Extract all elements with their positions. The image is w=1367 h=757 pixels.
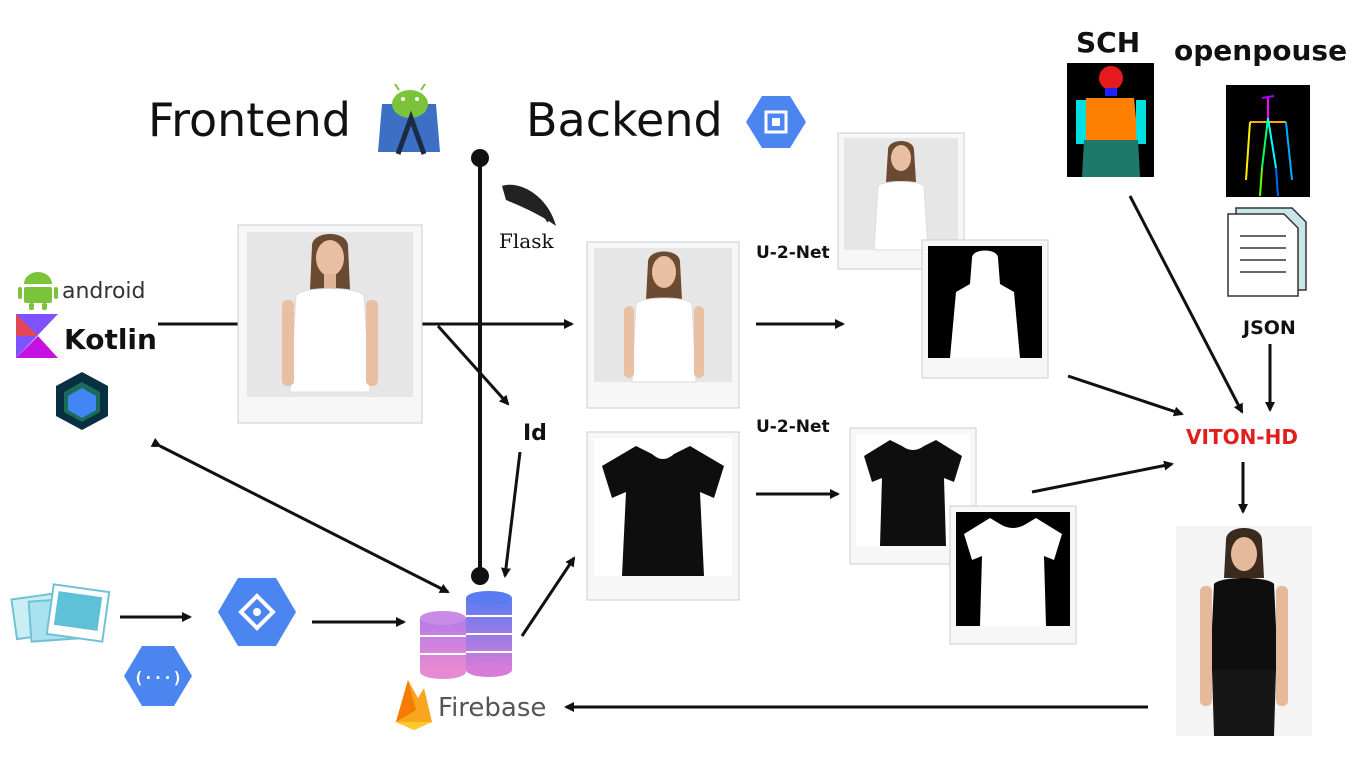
arrow-cloth-to-viton [1031, 460, 1174, 494]
sch-segmentation-image [1067, 63, 1154, 177]
compute-engine-icon [746, 96, 806, 148]
database-stack-icon [420, 591, 512, 679]
id-label: Id [523, 421, 547, 446]
backend-person-photo [586, 241, 740, 409]
kotlin-label: Kotlin [64, 323, 157, 356]
arrow-mask-to-viton [1067, 374, 1184, 417]
android-robot-icon [18, 272, 58, 310]
input-person-photo [237, 224, 423, 424]
flask-label: Flask [499, 229, 554, 253]
person-mask-photo [921, 239, 1049, 379]
separator-line [471, 149, 489, 585]
frontend-heading: Frontend [148, 93, 351, 147]
viton-hd-label: VITON-HD [1186, 425, 1298, 449]
firebase-flame-icon [396, 680, 432, 730]
openpose-label: openpouse [1174, 34, 1347, 67]
cloud-vision-icon [218, 578, 296, 646]
json-label: JSON [1241, 317, 1296, 339]
result-tryon-photo [1176, 526, 1312, 736]
arrow-db-to-cloth [520, 556, 576, 637]
document-icon [1227, 207, 1307, 297]
arrow-bidirectional [150, 437, 450, 594]
android-label: android [62, 279, 146, 304]
u2net-label-top: U-2-Net [756, 243, 830, 263]
photos-stack-icon [10, 583, 111, 643]
firebase-label: Firebase [438, 693, 546, 723]
flask-icon [502, 184, 556, 226]
jetpack-compose-icon [56, 372, 108, 430]
tshirt-mask-photo [949, 505, 1077, 645]
openpose-skeleton-image [1226, 85, 1310, 197]
arrow-sch-to-viton [1128, 195, 1244, 414]
sch-label: SCH [1076, 26, 1140, 59]
u2net-label-bottom: U-2-Net [756, 417, 830, 437]
android-studio-icon [378, 83, 440, 155]
backend-heading: Backend [526, 93, 723, 147]
arrows [120, 195, 1275, 712]
backend-tshirt-photo [586, 431, 740, 601]
arrow-photo-to-id [436, 324, 510, 406]
arrow-id-to-db [500, 451, 522, 578]
cloud-functions-icon: (···) [124, 646, 192, 706]
segmented-tshirt-photo [849, 427, 977, 565]
kotlin-logo-icon [16, 314, 58, 358]
svg-text:(···): (···) [134, 668, 182, 687]
